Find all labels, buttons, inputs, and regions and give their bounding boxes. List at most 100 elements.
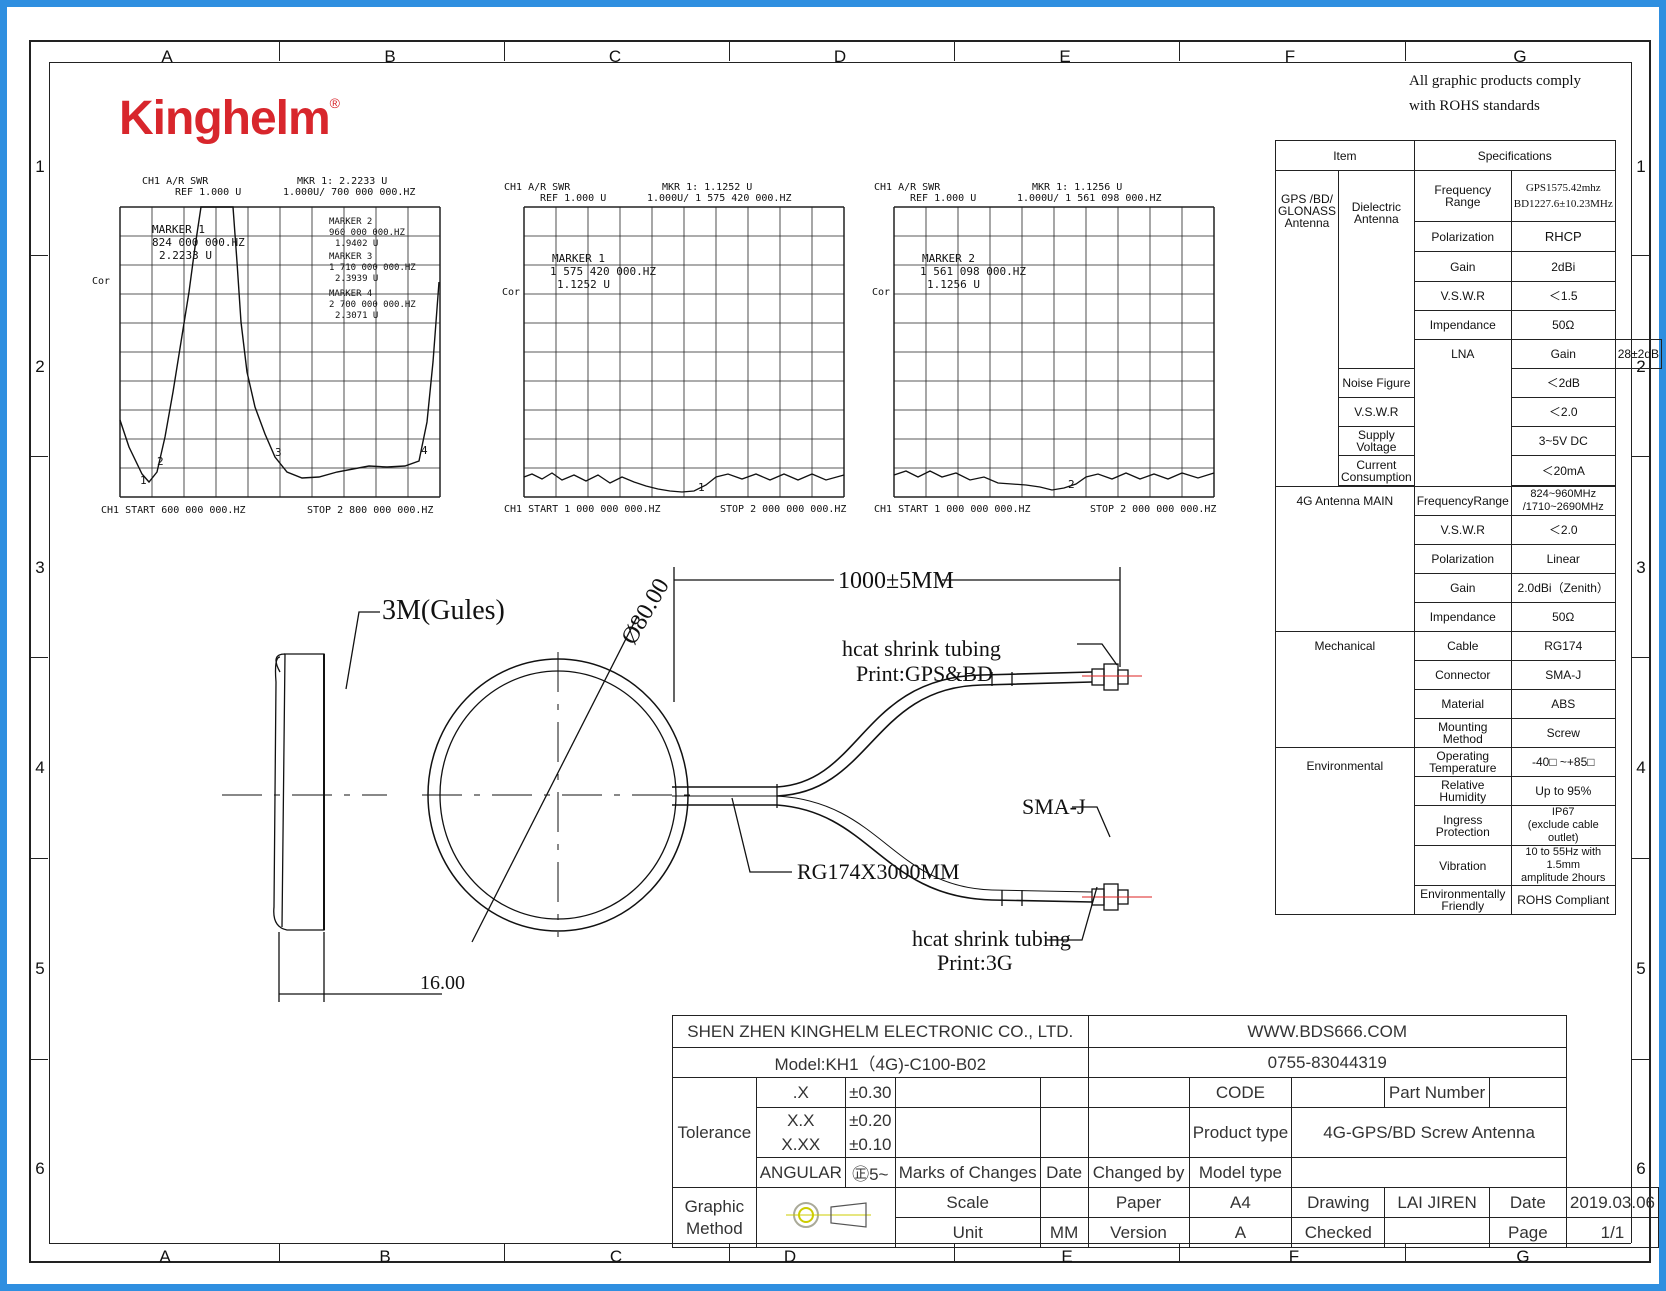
leader-heat2: [1047, 886, 1098, 941]
chart3-header-left2: REF 1.000 U: [910, 193, 976, 204]
zone-tick: [279, 1244, 280, 1263]
zone-tick: [1632, 456, 1649, 457]
chart2-mk1: 1: [698, 481, 705, 494]
chart3-header-left1: CH1 A/R SWR: [874, 182, 941, 193]
chart1-footer-right: STOP 2 800 000 000.HZ: [307, 505, 433, 516]
chart3-footer-left: CH1 START 1 000 000 000.HZ: [874, 504, 1031, 515]
chart1-marker-3-freq: 1 710 000 000.HZ: [329, 263, 416, 273]
chart2-header-left2: REF 1.000 U: [540, 193, 606, 204]
spec-4g-vswr-value: ＜2.0: [1510, 515, 1616, 545]
spec-vib-value2: amplitude 2hours: [1521, 872, 1606, 884]
tb-version: Version: [1087, 1217, 1190, 1248]
spec-4g-gain-label: Gain: [1413, 573, 1512, 603]
vswr-chart-3: CH1 A/R SWR REF 1.000 U MKR 1: 1.1256 U …: [872, 182, 1216, 515]
zone-row-5-left: 5: [35, 959, 45, 978]
leader-3m: [345, 611, 380, 690]
label-rg174: RG174X3000MM: [797, 859, 960, 884]
tb-model: Model:KH1（4G)-C100-B02: [672, 1047, 1089, 1078]
zone-row-3-right: 3: [1636, 558, 1646, 577]
chart1-header-left2: REF 1.000 U: [175, 187, 241, 198]
inner-frame-top: [49, 62, 1631, 63]
spec-imp-label: Impendance: [1413, 310, 1512, 340]
outer-frame-right: [1649, 40, 1651, 1263]
side-view-outline: [275, 653, 286, 928]
zone-col-b-bottom: B: [379, 1247, 391, 1266]
tb-version-val: A: [1188, 1217, 1293, 1248]
zone-tick: [31, 255, 48, 256]
zone-tick: [1405, 42, 1406, 61]
spec-nf-value: ＜2dB: [1510, 368, 1616, 398]
tb-date2-val: 2019.03.06: [1565, 1187, 1660, 1218]
chart3-marker-2-val: 1.1256 U: [927, 278, 980, 291]
zone-col-c-bottom: C: [609, 1247, 623, 1266]
spec-4g-gain-value: 2.0dBi（Zenith）: [1510, 573, 1616, 603]
chart1-marker-2: MARKER 2: [329, 217, 372, 227]
zone-tick: [31, 657, 48, 658]
zone-tick: [1179, 42, 1180, 61]
zone-row-3-left: 3: [35, 558, 45, 577]
zone-row-4-left: 4: [35, 758, 45, 777]
tb-model-type: Model type: [1188, 1157, 1293, 1188]
spec-conn-label: Connector: [1413, 660, 1512, 690]
leader-heat1: [1077, 643, 1118, 666]
spec-vswr-value: ＜1.5: [1510, 281, 1616, 311]
tb-part-number: Part Number: [1384, 1077, 1490, 1108]
inner-frame-right: [1631, 62, 1632, 1243]
chart1-marker-3-val: 2.3939 U: [335, 274, 378, 284]
tb-phone: 0755-83044319: [1087, 1047, 1567, 1078]
zone-row-4-right: 4: [1636, 758, 1646, 777]
spec-freq-label: Frequency Range: [1413, 170, 1512, 222]
chart2-header-left1: CH1 A/R SWR: [504, 182, 571, 193]
diameter-line: [471, 616, 638, 943]
chart3-trace: [893, 470, 1215, 491]
zone-row-5-right: 5: [1636, 959, 1646, 978]
spec-ip-value2: (exclude cable outlet): [1527, 819, 1599, 844]
chart2-marker-1: MARKER 1: [552, 252, 605, 265]
chart3-grid: [893, 206, 1215, 498]
zone-col-a-top: A: [161, 47, 173, 66]
zone-col-g-bottom: G: [1516, 1247, 1530, 1266]
tb-changed-by: Changed by: [1087, 1157, 1190, 1188]
spec-4g-pol-value: Linear: [1510, 544, 1616, 574]
spec-lna-gain-label: Gain: [1510, 339, 1616, 369]
side-view-body: [273, 653, 325, 931]
chart1-grid: [119, 206, 441, 498]
zone-tick: [504, 42, 505, 61]
tb-page-val: 1/1: [1565, 1217, 1660, 1248]
vswr-chart-2: CH1 A/R SWR REF 1.000 U MKR 1: 1.1252 U …: [502, 182, 846, 515]
tb-angular-val: ㊣5~: [844, 1157, 896, 1188]
outer-frame-top: [29, 40, 1651, 42]
tb-scale: Scale: [894, 1187, 1041, 1218]
zone-tick: [1632, 255, 1649, 256]
zone-col-a-bottom: A: [159, 1247, 171, 1266]
chart1-marker-3: MARKER 3: [329, 252, 372, 262]
spec-mat-label: Material: [1413, 689, 1512, 719]
chart1-marker-4-val: 2.3071 U: [335, 311, 378, 321]
spec-rh-value: Up to 95%: [1510, 776, 1616, 806]
spec-vib-label: Vibration: [1413, 845, 1512, 886]
chart1-header-right2: 1.000U/ 700 000 000.HZ: [283, 187, 415, 198]
zone-col-e-bottom: E: [1061, 1247, 1073, 1266]
spec-imp-value: 50Ω: [1510, 310, 1616, 340]
zone-tick: [1179, 1244, 1180, 1263]
spec-ef-value: ROHS Compliant: [1510, 885, 1616, 915]
spec-lna: LNA: [1413, 339, 1512, 487]
zone-tick: [1632, 1059, 1649, 1060]
spec-4g-group: 4G Antenna MAIN: [1275, 486, 1415, 632]
chart3-marker-2-freq: 1 561 098 000.HZ: [920, 265, 1026, 278]
vswr-chart-1: CH1 A/R SWR REF 1.000 U MKR 1: 2.2233 U …: [92, 176, 441, 516]
spec-ip-value1: IP67: [1551, 806, 1575, 818]
spec-freq-value1: GPS1575.42mhz: [1525, 182, 1601, 194]
tb-unit: Unit: [894, 1217, 1041, 1248]
spec-pol-label: Polarization: [1413, 221, 1512, 252]
tb-tol-xx-val: ±0.20: [849, 1110, 892, 1130]
tb-tol-x-val: ±0.30: [844, 1077, 896, 1108]
zone-col-g-top: G: [1513, 47, 1527, 66]
leader-rg: [731, 797, 792, 873]
spec-dielectric: Dielectric Antenna: [1338, 170, 1415, 369]
spec-pol-value: RHCP: [1510, 221, 1616, 252]
zone-tick: [1405, 1244, 1406, 1263]
chart2-trace: [523, 472, 845, 493]
zone-row-6-left: 6: [35, 1159, 45, 1178]
zone-col-f-bottom: F: [1288, 1247, 1300, 1266]
